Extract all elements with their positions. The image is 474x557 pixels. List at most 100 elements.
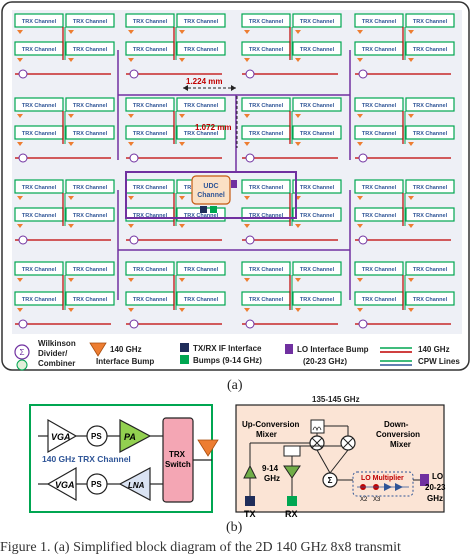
trx-channel-label: TRX Channel [133, 213, 168, 219]
wilkinson-combiner [358, 235, 368, 245]
pa [119, 419, 152, 453]
trx-channel-2-4: TRX Channel [176, 41, 226, 62]
bump-140 [244, 58, 250, 62]
trx-channel-3-4: TRX Channel [176, 97, 226, 118]
bump-140 [244, 278, 250, 282]
trx-channel-label: TRX Channel [300, 213, 335, 219]
lo-input-bump [420, 474, 429, 486]
trx-channel-label: TRX Channel [133, 47, 168, 53]
if-bump-tx [200, 206, 207, 213]
trx-channel-3-3: TRX Channel [125, 97, 175, 118]
trx-channel-label: TRX Channel [73, 131, 108, 137]
dim-vertical: 1.072 mm [195, 123, 231, 132]
trx-channel-label: TRX Channel [133, 19, 168, 25]
bump-140 [179, 308, 185, 312]
bump-140 [17, 142, 23, 146]
dim-horizontal: 1.224 mm [186, 77, 222, 86]
bump-140 [408, 58, 414, 62]
bump-140 [357, 30, 363, 34]
svg-text:RX: RX [285, 509, 298, 519]
trx-channel-5-5: TRX Channel [241, 179, 291, 200]
trx-channel-label: TRX Channel [413, 47, 448, 53]
bump-140 [179, 224, 185, 228]
trx-channel-6-1: TRX Channel [14, 207, 64, 228]
svg-text:PS: PS [91, 480, 102, 489]
trx-channel-3-6: TRX Channel [292, 97, 342, 118]
svg-text:LO Interface Bump: LO Interface Bump [297, 345, 369, 354]
trx-channel-label: TRX Channel [362, 213, 397, 219]
bump-140 [295, 224, 301, 228]
trx-channel-label: TRX Channel [362, 19, 397, 25]
trx-channel-label: TRX Channel [413, 213, 448, 219]
wilkinson-combiner [358, 319, 368, 329]
if-bump-tx-icon [180, 343, 189, 352]
trx-channel-label: TRX Channel [184, 297, 219, 303]
wilkinson-combiner [18, 319, 28, 329]
trx-channel-label: TRX Channel [362, 297, 397, 303]
svg-text:TRX: TRX [169, 450, 186, 459]
trx-channel-1-2: TRX Channel [65, 13, 115, 34]
bump-140 [244, 142, 250, 146]
trx-channel-6-6: TRX Channel [292, 207, 342, 228]
trx-channel-label: TRX Channel [300, 47, 335, 53]
svg-text:GHz: GHz [427, 494, 443, 503]
bump-140 [244, 114, 250, 118]
trx-channel-8-4: TRX Channel [176, 291, 226, 312]
udc-block: UDC Channel [125, 171, 297, 219]
trx-channel-label: TRX Channel [22, 297, 57, 303]
bump-140 [357, 196, 363, 200]
trx-channel-label: TRX Channel [249, 131, 284, 137]
bump-140 [357, 278, 363, 282]
bump-140 [128, 196, 134, 200]
bump-140 [295, 142, 301, 146]
udc-label-1: UDC [203, 183, 218, 190]
bump-140 [244, 196, 250, 200]
svg-text:LO: LO [432, 472, 443, 481]
bump-140 [408, 308, 414, 312]
bump-140 [68, 142, 74, 146]
trx-channel-label: TRX Channel [22, 47, 57, 53]
bump-140 [408, 142, 414, 146]
trx-channel-label: TRX Channel [300, 103, 335, 109]
bump-140 [68, 224, 74, 228]
trx-channel-label: TRX Channel [249, 47, 284, 53]
trx-channel-3-1: TRX Channel [14, 97, 64, 118]
wilkinson-combiner [358, 153, 368, 163]
trx-channel-label: TRX Channel [184, 131, 219, 137]
trx-channel-label: TRX Channel [362, 131, 397, 137]
trx-channel-label: TRX Channel [133, 103, 168, 109]
if-filter [283, 445, 301, 457]
trx-channel-label: TRX Channel [184, 19, 219, 25]
trx-channel-label: TRX Channel [73, 185, 108, 191]
svg-text:X2: X2 [360, 497, 368, 503]
trx-channel-label: TRX Channel [22, 131, 57, 137]
trx-channel-5-6: TRX Channel [292, 179, 342, 200]
trx-channel-4-4: TRX Channel [176, 125, 226, 146]
udc-channel-diagram: 135-145 GHz Up-Conversion Mixer Down- Co… [235, 395, 446, 519]
trx-channel-label: TRX Channel [22, 103, 57, 109]
wilkinson-combiner [245, 319, 255, 329]
if-bump-rx [210, 206, 217, 213]
wilkinson-combiner [18, 69, 28, 79]
trx-channel-2-8: TRX Channel [405, 41, 455, 62]
bump-140 [68, 30, 74, 34]
figure-caption: Figure 1. (a) Simplified block diagram o… [0, 540, 401, 555]
trx-channel-1-1: TRX Channel [14, 13, 64, 34]
bump-140 [179, 30, 185, 34]
trx-channel-8-3: TRX Channel [125, 291, 175, 312]
bump-140 [357, 58, 363, 62]
bump-140 [17, 58, 23, 62]
trx-channel-label: TRX Channel [133, 267, 168, 273]
trx-channel-label: TRX Channel [73, 19, 108, 25]
trx-channel-1-8: TRX Channel [405, 13, 455, 34]
bump-140 [295, 278, 301, 282]
trx-channel-6-7: TRX Channel [354, 207, 404, 228]
trx-channel-label: TRX Channel [413, 267, 448, 273]
udc-label-2: Channel [197, 192, 225, 199]
trx-channel-label: TRX Channel [362, 267, 397, 273]
trx-channel-label: TRX Channel [249, 103, 284, 109]
trx-channel-5-2: TRX Channel [65, 179, 115, 200]
trx-channel-3-8: TRX Channel [405, 97, 455, 118]
trx-channel-label: TRX Channel [300, 297, 335, 303]
